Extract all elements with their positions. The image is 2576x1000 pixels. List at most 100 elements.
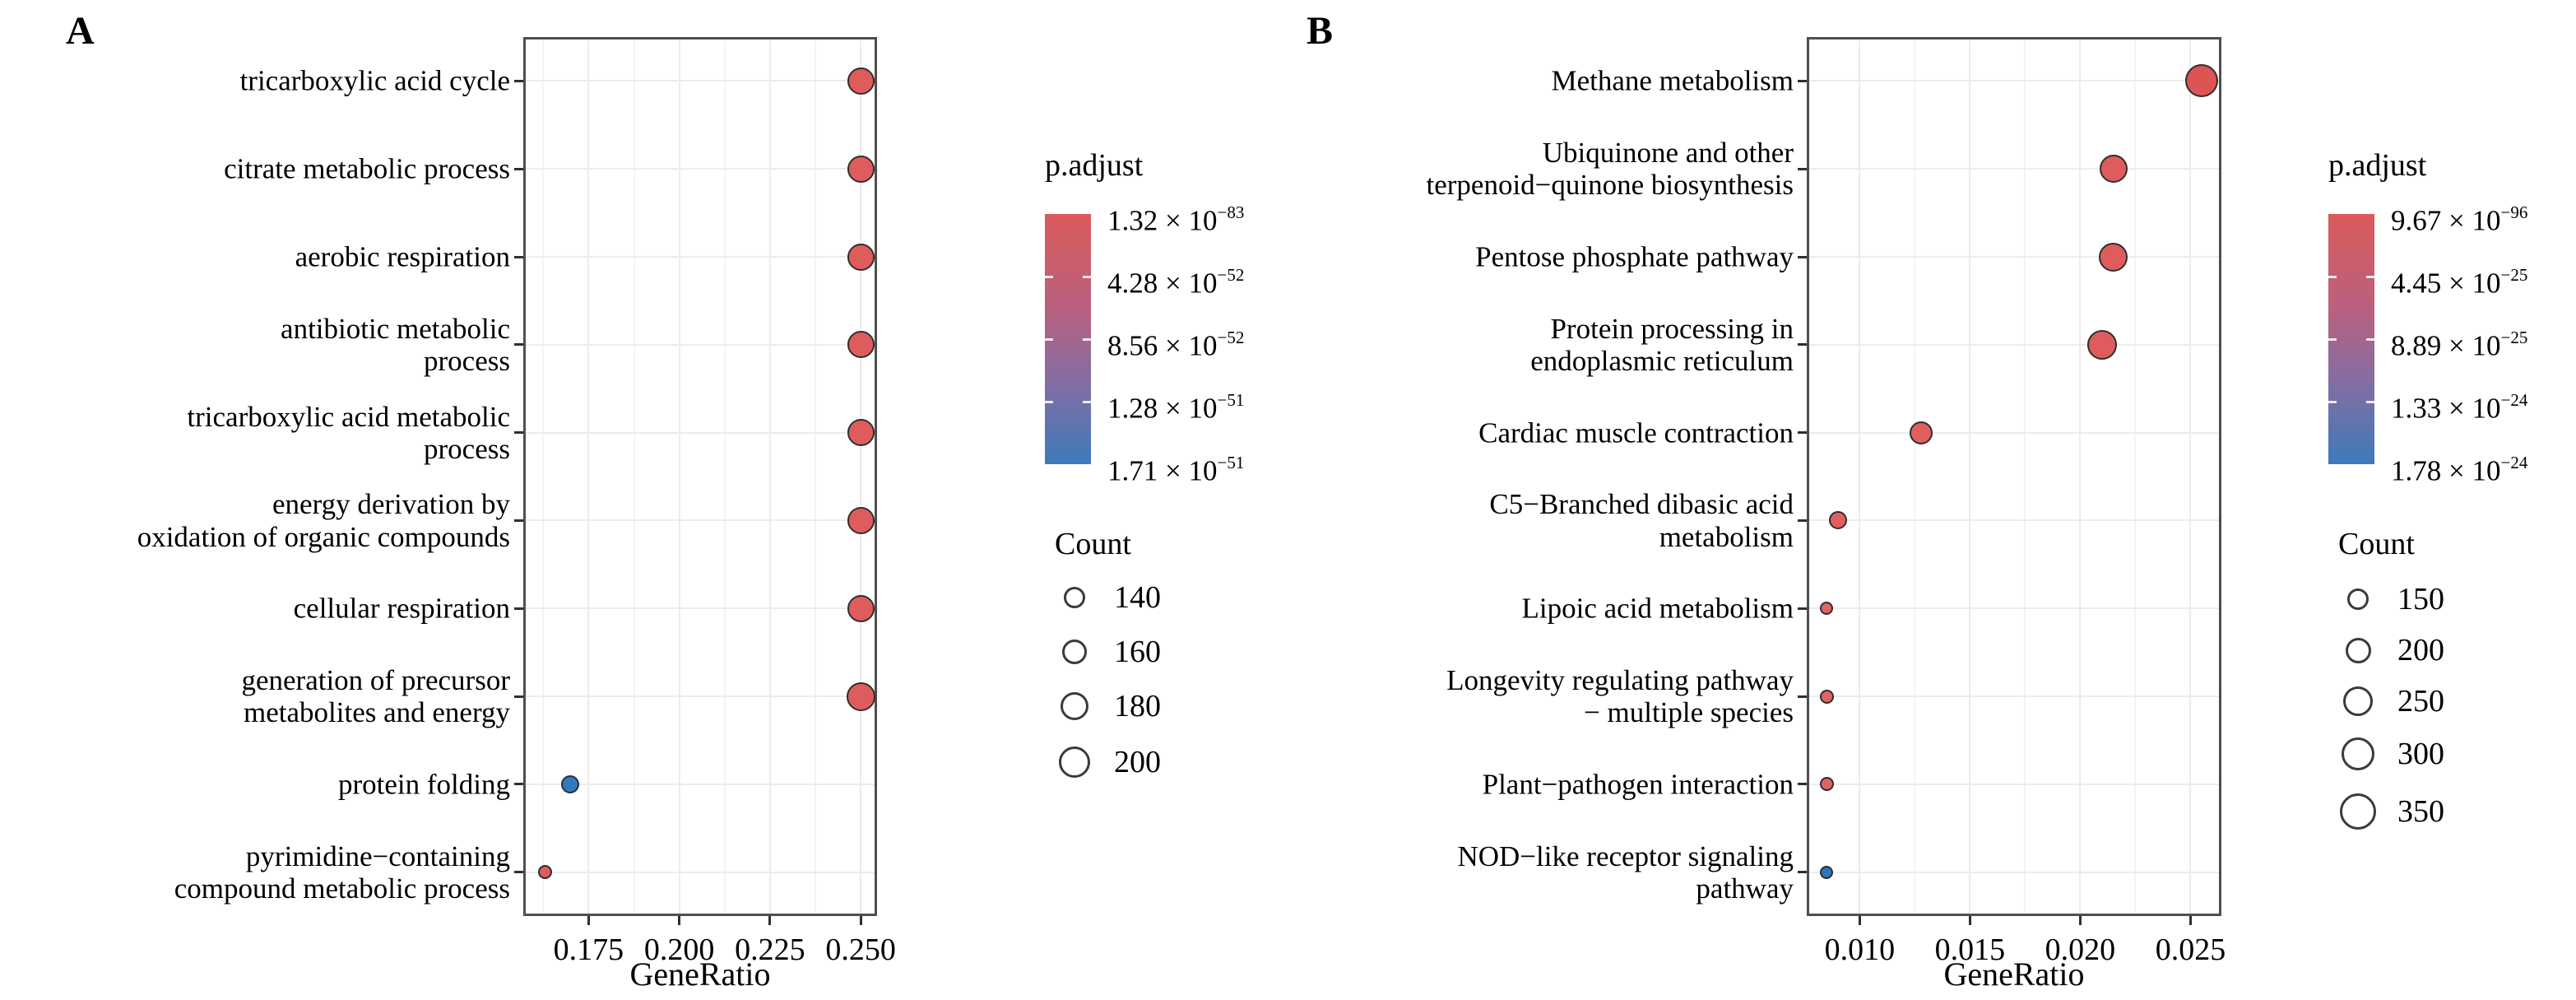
count-legend-value: 160 [1114, 635, 1161, 669]
padjust-legend-value: 9.67 × 10−96 [2391, 202, 2528, 237]
count-legend-value: 350 [2397, 794, 2444, 829]
row-gridline [526, 168, 875, 170]
panel-b-x-axis-title: GeneRatio [1943, 956, 2085, 993]
data-point [1910, 421, 1933, 444]
data-point [2087, 329, 2118, 360]
padjust-exponent: −96 [2500, 202, 2528, 222]
data-point [847, 419, 875, 447]
x-tick-label: 0.175 [553, 933, 624, 967]
count-legend-circle [2342, 737, 2374, 770]
panel-b-letter: B [1307, 9, 1334, 53]
x-axis-tick [2188, 916, 2192, 925]
minor-gridline [723, 40, 726, 914]
y-axis-tick [514, 167, 523, 170]
row-gridline [1809, 256, 2219, 258]
panel-b-padjust-legend-title: p.adjust [2328, 148, 2427, 183]
data-point [2184, 64, 2218, 98]
major-gridline [2079, 40, 2082, 914]
row-gridline [526, 783, 875, 785]
x-axis-tick [768, 916, 772, 925]
count-legend-value: 200 [2397, 633, 2444, 667]
row-gridline [526, 431, 875, 434]
y-axis-tick [1798, 519, 1807, 522]
count-legend-value: 140 [1114, 580, 1161, 615]
data-point [847, 67, 875, 95]
colorbar-tick [2328, 337, 2337, 341]
major-gridline [768, 40, 771, 914]
panel-a-count-legend-title: Count [1055, 527, 1131, 561]
major-gridline [678, 40, 680, 914]
panel-a-letter: A [66, 9, 95, 53]
x-tick-label: 0.020 [2045, 933, 2116, 967]
y-axis-tick [1798, 695, 1807, 698]
x-tick-label: 0.225 [735, 933, 805, 967]
row-gridline [526, 519, 875, 522]
major-gridline [1859, 40, 1861, 914]
padjust-exponent: −24 [2500, 452, 2528, 472]
minor-gridline [2024, 40, 2026, 914]
y-axis-tick [1798, 431, 1807, 435]
row-gridline [526, 607, 875, 610]
row-gridline [1809, 871, 2219, 873]
count-legend-circle [1064, 587, 1085, 608]
y-category-label: Cardiac muscle contraction [1478, 416, 1794, 449]
x-axis-tick [859, 916, 862, 925]
y-category-label: Pentose phosphate pathway [1475, 240, 1794, 273]
row-gridline [1809, 695, 2219, 697]
x-axis-tick [1968, 916, 1971, 925]
major-gridline [587, 40, 590, 914]
y-axis-tick [514, 519, 523, 522]
y-axis-tick [514, 607, 523, 610]
count-legend-circle [2343, 686, 2373, 716]
panel-a-padjust-legend-title: p.adjust [1045, 148, 1144, 183]
y-axis-tick [514, 871, 523, 874]
padjust-legend-value: 4.28 × 10−52 [1107, 264, 1245, 300]
padjust-legend-value: 1.28 × 10−51 [1107, 389, 1245, 425]
row-gridline [1809, 168, 2219, 170]
count-legend-circle [2340, 793, 2376, 830]
major-gridline [2189, 40, 2192, 914]
panel-a-x-axis-title: GeneRatio [629, 956, 771, 993]
colorbar-tick [2328, 400, 2337, 403]
data-point [1820, 602, 1834, 616]
row-gridline [526, 695, 875, 697]
y-axis-tick [514, 79, 523, 82]
colorbar-tick [1083, 337, 1091, 341]
y-axis-tick [1798, 783, 1807, 786]
plot-area [523, 37, 877, 916]
x-axis-tick [1858, 916, 1861, 925]
plot-area [1807, 37, 2221, 916]
minor-gridline [542, 40, 545, 914]
row-gridline [1809, 519, 2219, 522]
colorbar-tick [2328, 275, 2337, 278]
x-tick-label: 0.015 [1934, 933, 2006, 967]
y-category-label: citrate metabolic process [224, 152, 510, 185]
padjust-legend-value: 8.89 × 10−25 [2391, 327, 2528, 362]
x-tick-label: 0.250 [825, 933, 896, 967]
row-gridline [1809, 343, 2219, 346]
y-axis-tick [514, 783, 523, 786]
padjust-exponent: −24 [2500, 389, 2528, 410]
data-point [847, 506, 875, 534]
data-point [847, 155, 875, 183]
data-point [1819, 777, 1834, 792]
y-axis-tick [514, 255, 523, 258]
row-gridline [1809, 607, 2219, 610]
count-legend-value: 300 [2397, 737, 2444, 771]
minor-gridline [633, 40, 635, 914]
y-axis-tick [1798, 871, 1807, 874]
data-point [847, 243, 875, 271]
y-axis-tick [514, 431, 523, 435]
y-axis-tick [1798, 343, 1807, 347]
data-point [1828, 511, 1847, 530]
count-legend-circle [1059, 747, 1090, 778]
padjust-exponent: −25 [2500, 264, 2528, 285]
data-point [561, 774, 580, 793]
